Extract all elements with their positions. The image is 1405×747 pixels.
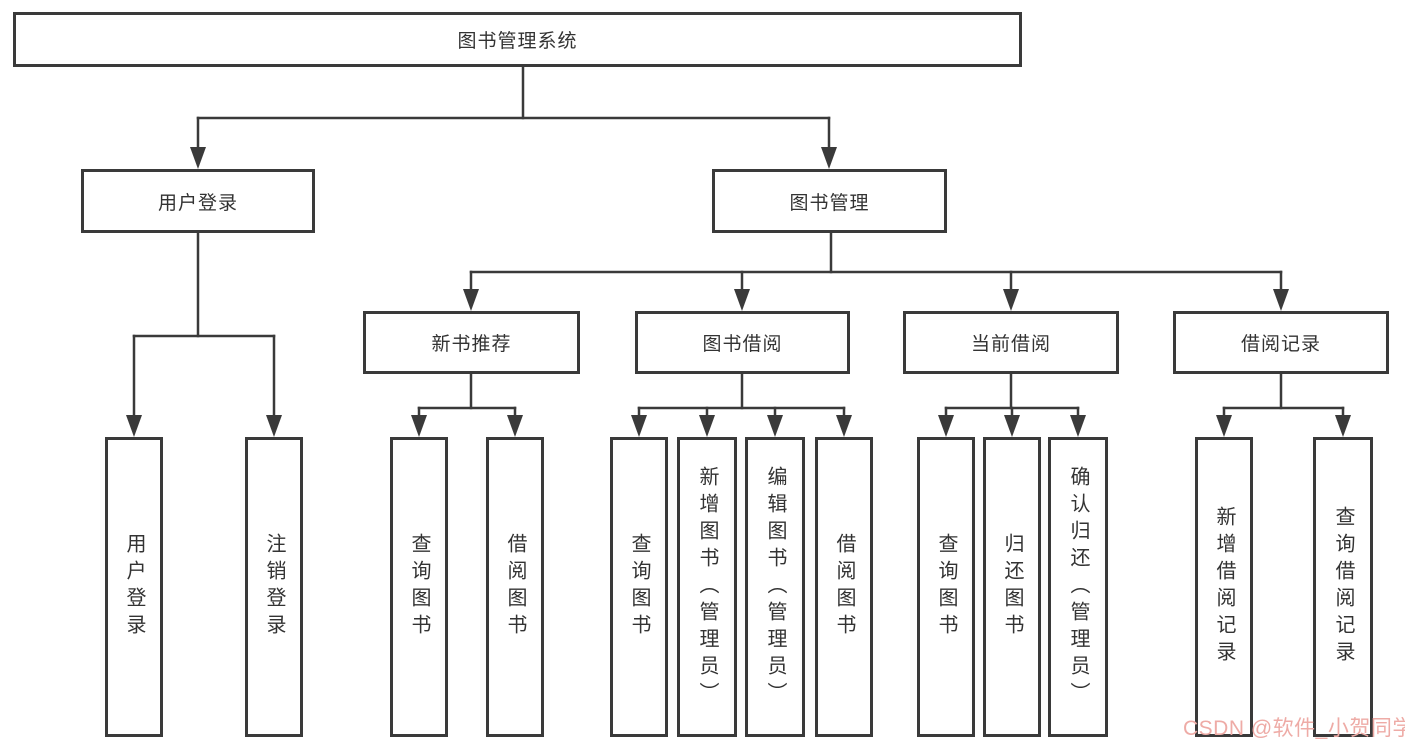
leaf-current-return-books: 归还图书 (983, 437, 1041, 737)
node-new-book-recommend-label: 新书推荐 (431, 334, 512, 355)
leaf-logout: 注销登录 (245, 437, 303, 737)
node-current-borrowing: 当前借阅 (903, 311, 1119, 374)
node-book-borrowing-label: 图书借阅 (702, 334, 783, 355)
leaf-records-add-borrow-record-label: 新增借阅记录 (1213, 506, 1235, 668)
leaf-current-query-books: 查询图书 (917, 437, 975, 737)
leaf-borrowing-query-books-label: 查询图书 (628, 533, 650, 641)
leaf-borrowing-add-books-admin: 新增图书（管理员） (677, 437, 737, 737)
node-root: 图书管理系统 (13, 12, 1022, 67)
leaf-borrowing-borrow-books: 借阅图书 (815, 437, 873, 737)
leaf-recommend-query-books-label: 查询图书 (408, 533, 430, 641)
leaf-records-query-borrow-record: 查询借阅记录 (1313, 437, 1373, 737)
leaf-current-return-books-label: 归还图书 (1001, 533, 1023, 641)
leaf-borrowing-query-books: 查询图书 (610, 437, 668, 737)
leaf-borrowing-edit-books-admin: 编辑图书（管理员） (745, 437, 805, 737)
node-book-management-label: 图书管理 (789, 192, 870, 214)
node-user-login: 用户登录 (81, 169, 315, 233)
node-book-management: 图书管理 (712, 169, 947, 233)
leaf-logout-label: 注销登录 (263, 533, 285, 641)
leaf-borrowing-borrow-books-label: 借阅图书 (833, 533, 855, 641)
node-current-borrowing-label: 当前借阅 (970, 334, 1051, 355)
node-new-book-recommend: 新书推荐 (363, 311, 580, 374)
node-borrow-records: 借阅记录 (1173, 311, 1389, 374)
leaf-borrowing-add-books-admin-label: 新增图书（管理员） (696, 465, 718, 709)
leaf-current-confirm-return-admin-label: 确认归还（管理员） (1067, 465, 1089, 709)
node-borrow-records-label: 借阅记录 (1240, 334, 1321, 355)
leaf-records-add-borrow-record: 新增借阅记录 (1195, 437, 1253, 737)
leaf-recommend-borrow-books-label: 借阅图书 (504, 533, 526, 641)
leaf-current-confirm-return-admin: 确认归还（管理员） (1048, 437, 1108, 737)
leaf-current-query-books-label: 查询图书 (935, 533, 957, 641)
node-root-label: 图书管理系统 (457, 31, 578, 52)
leaf-recommend-query-books: 查询图书 (390, 437, 448, 737)
leaf-records-query-borrow-record-label: 查询借阅记录 (1332, 506, 1354, 668)
csdn-watermark: CSDN @软件_小贺同学 (1183, 717, 1405, 740)
leaf-recommend-borrow-books: 借阅图书 (486, 437, 544, 737)
leaf-user-login-label: 用户登录 (123, 533, 145, 641)
node-book-borrowing: 图书借阅 (635, 311, 850, 374)
leaf-user-login: 用户登录 (105, 437, 163, 737)
node-user-login-label: 用户登录 (157, 192, 238, 214)
leaf-borrowing-edit-books-admin-label: 编辑图书（管理员） (764, 465, 786, 709)
